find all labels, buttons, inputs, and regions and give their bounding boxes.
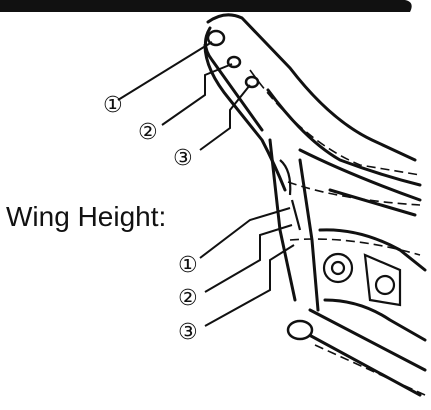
hidden-lines [249,69,426,396]
lower-callout-3: ③ [178,320,198,345]
gear-mechanism [279,159,402,307]
lower-callout-2: ② [178,286,198,311]
wing-arm [203,13,427,397]
upper-leaders [117,41,251,151]
header-bar [0,0,412,12]
upper-holes [206,29,260,89]
lower-callout-1: ① [178,253,198,278]
upper-callout-3: ③ [173,146,193,171]
lower-leaders [199,207,295,327]
wing-height-label: Wing Height: [6,201,166,232]
upper-callout-1: ① [103,93,123,118]
bottom-pin [286,319,314,341]
upper-callout-2: ② [138,120,158,145]
